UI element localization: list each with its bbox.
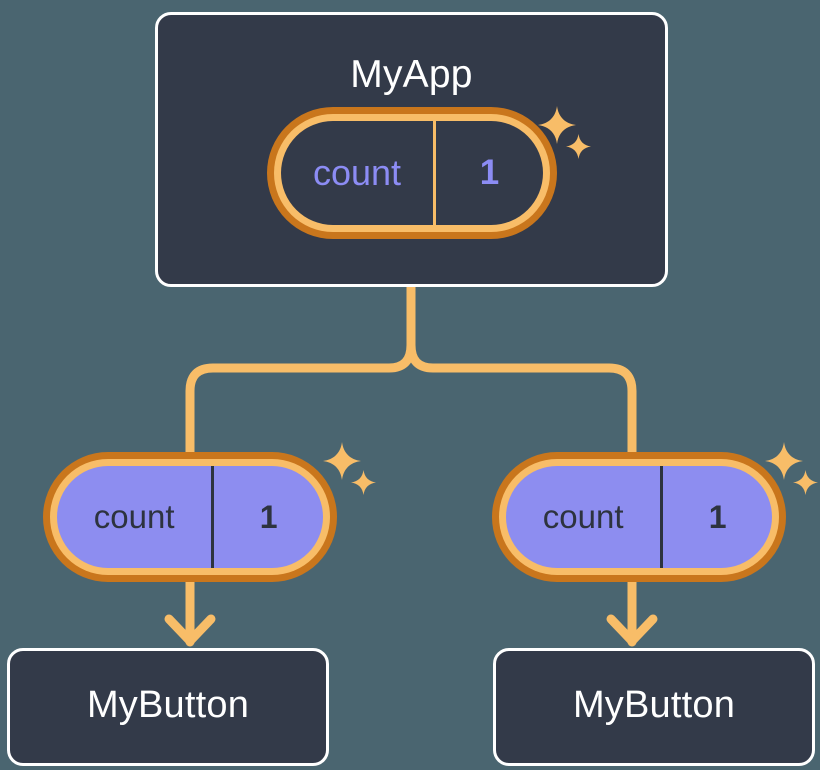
arrow-down-icon-right-head	[606, 614, 658, 646]
connector-branch-left	[185, 340, 416, 457]
state-pill-ring: count 1	[274, 114, 550, 232]
sparkle-icon-small	[793, 470, 818, 495]
page-title: MyApp	[350, 53, 473, 96]
state-value-label: 1	[432, 121, 543, 225]
component-card-mybutton-left[interactable]: MyButton	[7, 648, 329, 766]
component-card-mybutton-right[interactable]: MyButton	[493, 648, 815, 766]
state-pill-body: count 1	[57, 466, 323, 568]
component-title: MyButton	[86, 684, 250, 726]
component-title: MyButton	[572, 684, 736, 726]
connector-branch-right	[406, 340, 637, 457]
state-pill-root[interactable]: count 1	[267, 107, 557, 239]
state-pill-ring: count 1	[50, 459, 330, 575]
state-key-label: count	[542, 498, 624, 535]
state-key-label: count	[312, 152, 402, 193]
state-pill-branch-left[interactable]: count 1	[43, 452, 337, 582]
state-pill-body: count 1	[281, 121, 543, 225]
state-pill-body: count 1	[506, 466, 772, 568]
state-pill-branch-right[interactable]: count 1	[492, 452, 786, 582]
sparkle-icon-small	[351, 470, 376, 495]
state-value-label: 1	[660, 466, 772, 568]
state-value-label: 1	[211, 466, 323, 568]
state-key-label: count	[93, 498, 175, 535]
sparkle-icon	[323, 442, 361, 480]
state-pill-ring: count 1	[499, 459, 779, 575]
arrow-down-icon-left-head	[164, 614, 216, 646]
